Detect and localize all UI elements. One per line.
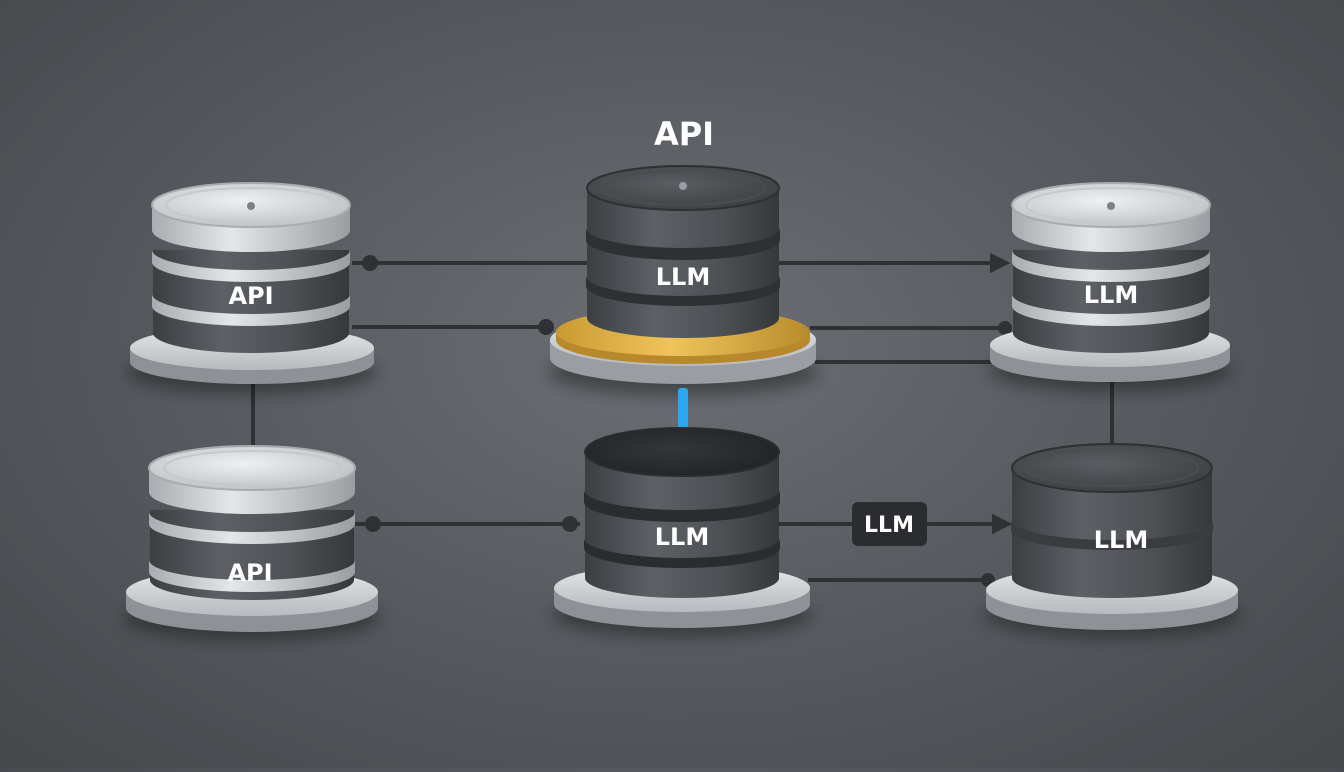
- node-label: LLM: [655, 523, 709, 551]
- edge-label-badge: LLM: [852, 502, 927, 546]
- edge-dot: [981, 573, 995, 587]
- blue-link: [678, 388, 688, 440]
- node-label: API: [228, 282, 273, 310]
- node-label: API: [227, 559, 272, 587]
- node-bottom-left[interactable]: API: [124, 445, 380, 640]
- node-label: LLM: [1084, 281, 1138, 309]
- node-bottom-right[interactable]: LLM: [984, 443, 1240, 637]
- edge-dot: [998, 321, 1012, 335]
- edge-label-text: LLM: [864, 513, 914, 538]
- node-top-center[interactable]: LLM: [548, 165, 818, 396]
- node-label: LLM: [1094, 526, 1148, 554]
- edge-dot: [562, 516, 578, 532]
- node-label: LLM: [656, 263, 710, 291]
- diagram-title: API: [654, 115, 714, 153]
- node-bottom-center[interactable]: LLM: [552, 427, 812, 637]
- arrow-head: [990, 252, 1011, 274]
- edge-dot: [362, 255, 378, 271]
- node-top-right[interactable]: LLM: [988, 182, 1232, 392]
- edge-dot: [538, 319, 554, 335]
- arrow-head: [992, 513, 1013, 535]
- edge-dot: [365, 516, 381, 532]
- node-top-left[interactable]: API: [127, 182, 377, 394]
